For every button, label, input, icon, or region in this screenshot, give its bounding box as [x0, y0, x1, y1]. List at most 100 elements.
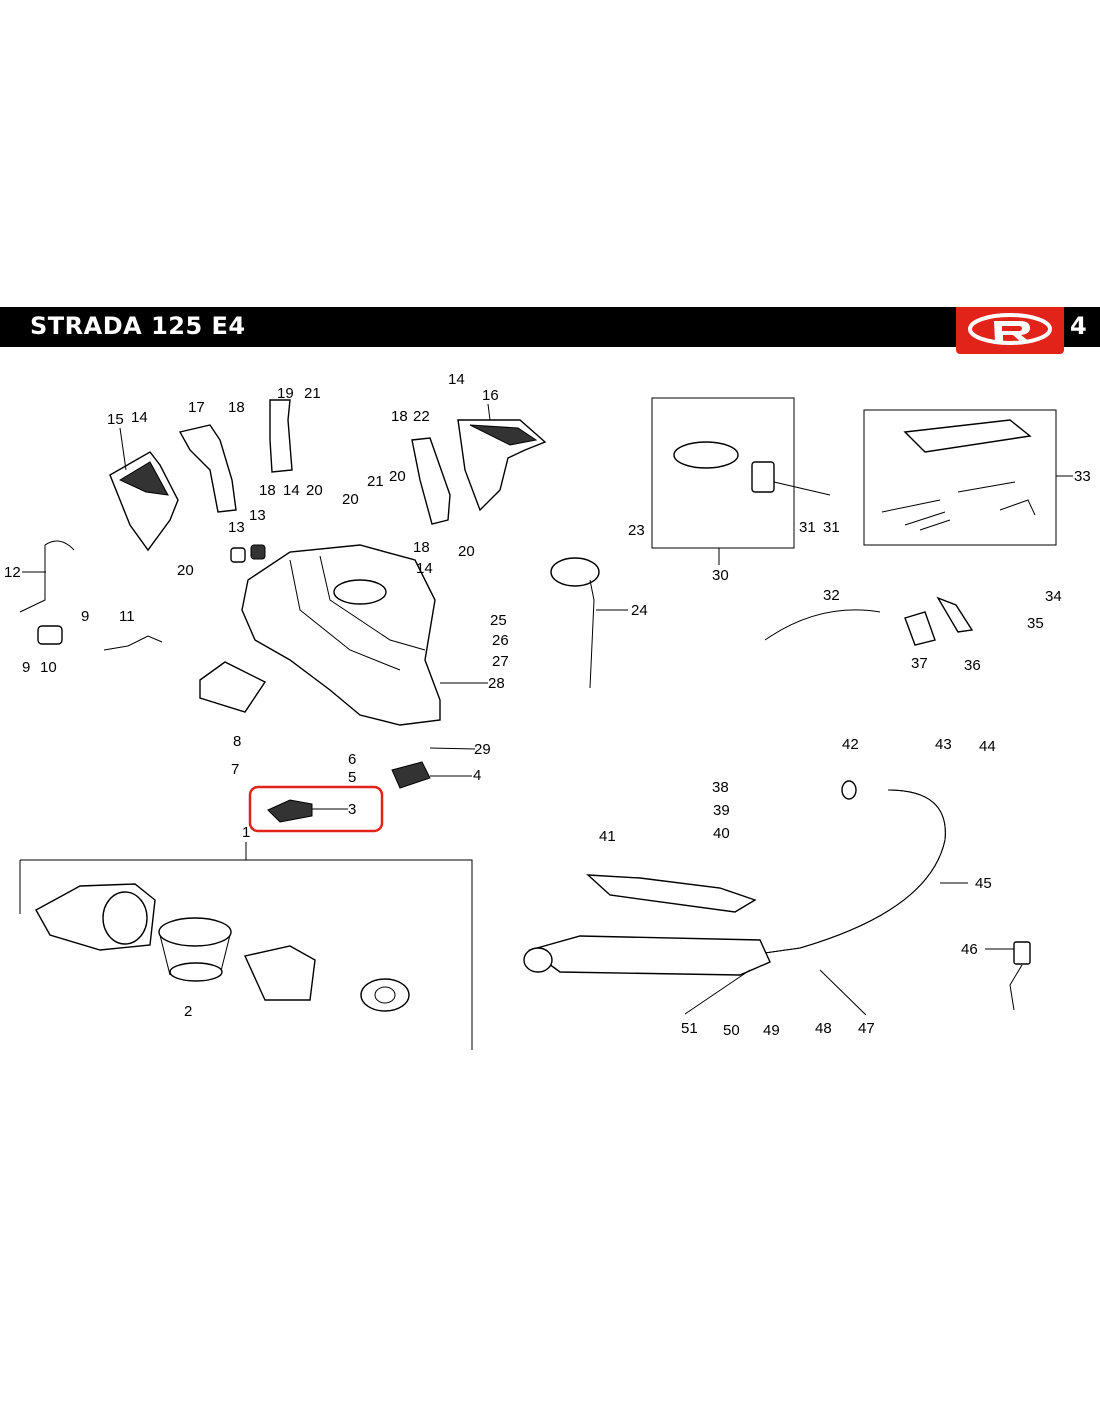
- callout-14a: 14: [131, 409, 148, 426]
- callout-14d: 14: [416, 560, 433, 577]
- bracket-19[interactable]: [269, 399, 293, 473]
- tool-kit-33[interactable]: [881, 419, 1036, 531]
- callout-21a: 21: [304, 385, 321, 402]
- callout-27: 27: [492, 653, 509, 670]
- callout-43: 43: [935, 736, 952, 753]
- callout-31a: 31: [799, 519, 816, 536]
- callout-9a: 9: [22, 659, 30, 676]
- callout-19: 19: [277, 385, 294, 402]
- cable-32[interactable]: [764, 609, 881, 641]
- page-number: 4: [1070, 312, 1087, 340]
- callout-36: 36: [964, 657, 981, 674]
- heat-shield-41[interactable]: [586, 874, 757, 913]
- callout-20a: 20: [306, 482, 323, 499]
- filter-element-2[interactable]: [158, 917, 232, 982]
- fuel-pump-24[interactable]: [550, 557, 600, 689]
- callout-49: 49: [763, 1022, 780, 1039]
- callout-20e: 20: [458, 543, 475, 560]
- callout-25: 25: [490, 612, 507, 629]
- callout-11: 11: [119, 608, 135, 625]
- o2-sensor-46[interactable]: [1009, 941, 1031, 1011]
- filter-housing[interactable]: [244, 945, 316, 1001]
- callout-6: 6: [348, 751, 356, 768]
- callout-7: 7: [231, 761, 239, 778]
- callout-14c: 14: [448, 371, 465, 388]
- fuel-cap-30[interactable]: [673, 441, 831, 496]
- callout-38: 38: [712, 779, 729, 796]
- muffler[interactable]: [523, 935, 771, 976]
- side-cover-left[interactable]: [109, 451, 179, 552]
- callout-45: 45: [975, 875, 992, 892]
- gasket-42[interactable]: [841, 780, 857, 800]
- callout-4: 4: [473, 767, 481, 784]
- callout-17: 17: [188, 399, 205, 416]
- callout-9b: 9: [81, 608, 89, 625]
- fuel-cap-set-box: [651, 397, 795, 549]
- page-title: STRADA 125 E4: [30, 312, 246, 340]
- pad-4[interactable]: [391, 761, 431, 789]
- callout-30: 30: [712, 567, 729, 584]
- callout-18c: 18: [391, 408, 408, 425]
- bracket-36[interactable]: [936, 596, 974, 633]
- tool-kit-box: [863, 409, 1057, 546]
- callout-32: 32: [823, 587, 840, 604]
- callout-33: 33: [1074, 468, 1091, 485]
- callout-12: 12: [4, 564, 21, 581]
- callout-51: 51: [681, 1020, 698, 1037]
- exhaust-pipe-45[interactable]: [749, 789, 946, 956]
- callout-3: 3: [348, 801, 356, 818]
- callout-10a: 10: [40, 659, 57, 676]
- callout-23: 23: [628, 522, 645, 539]
- part-3[interactable]: [267, 799, 313, 823]
- callout-18d: 18: [413, 539, 430, 556]
- grab-bar-12[interactable]: [19, 540, 75, 613]
- callout-41: 41: [599, 828, 616, 845]
- callout-40: 40: [713, 825, 730, 842]
- callout-28: 28: [488, 675, 505, 692]
- callout-13a: 13: [228, 519, 245, 536]
- callout-20d: 20: [389, 468, 406, 485]
- callout-20c: 20: [342, 491, 359, 508]
- callout-18a: 18: [228, 399, 245, 416]
- grommets-13[interactable]: [230, 544, 266, 563]
- callout-42: 42: [842, 736, 859, 753]
- callout-1: 1: [242, 824, 250, 841]
- bracket-17[interactable]: [178, 424, 237, 513]
- callout-13b: 13: [249, 507, 266, 524]
- bracket-22[interactable]: [411, 437, 451, 525]
- callout-18b: 18: [259, 482, 276, 499]
- callout-16: 16: [482, 387, 499, 404]
- callout-21b: 21: [367, 473, 384, 490]
- bracket-37[interactable]: [904, 611, 936, 646]
- callout-22: 22: [413, 408, 430, 425]
- callout-8: 8: [233, 733, 241, 750]
- callout-labels: 1 2 3 4 5 6 7 8 9 9 10 11 12 13 13 14 14…: [4, 371, 1091, 1039]
- airbox-group-bracket: [19, 859, 473, 1050]
- callout-47: 47: [858, 1020, 875, 1037]
- title-bar: STRADA 125 E4 4: [0, 307, 1100, 354]
- callout-14b: 14: [283, 482, 300, 499]
- callout-44: 44: [979, 738, 996, 755]
- intake-flange[interactable]: [360, 978, 410, 1012]
- airbox-1[interactable]: [35, 883, 156, 951]
- side-cover-right[interactable]: [457, 419, 547, 512]
- leader-lines: [22, 403, 1073, 1016]
- callout-35: 35: [1027, 615, 1044, 632]
- callout-34: 34: [1045, 588, 1062, 605]
- callout-2: 2: [184, 1003, 192, 1020]
- callout-50: 50: [723, 1022, 740, 1039]
- brand-logo: [956, 307, 1064, 354]
- callout-37: 37: [911, 655, 928, 672]
- callout-26: 26: [492, 632, 509, 649]
- cover-8[interactable]: [199, 661, 267, 713]
- callout-39: 39: [713, 802, 730, 819]
- logo-icon: [968, 313, 1052, 345]
- callout-29: 29: [474, 741, 491, 758]
- switch-10[interactable]: [37, 625, 63, 645]
- hose-11[interactable]: [103, 635, 163, 651]
- fuel-tank-28[interactable]: [241, 544, 441, 726]
- callout-15: 15: [107, 411, 124, 428]
- callout-48: 48: [815, 1020, 832, 1037]
- callout-20b: 20: [177, 562, 194, 579]
